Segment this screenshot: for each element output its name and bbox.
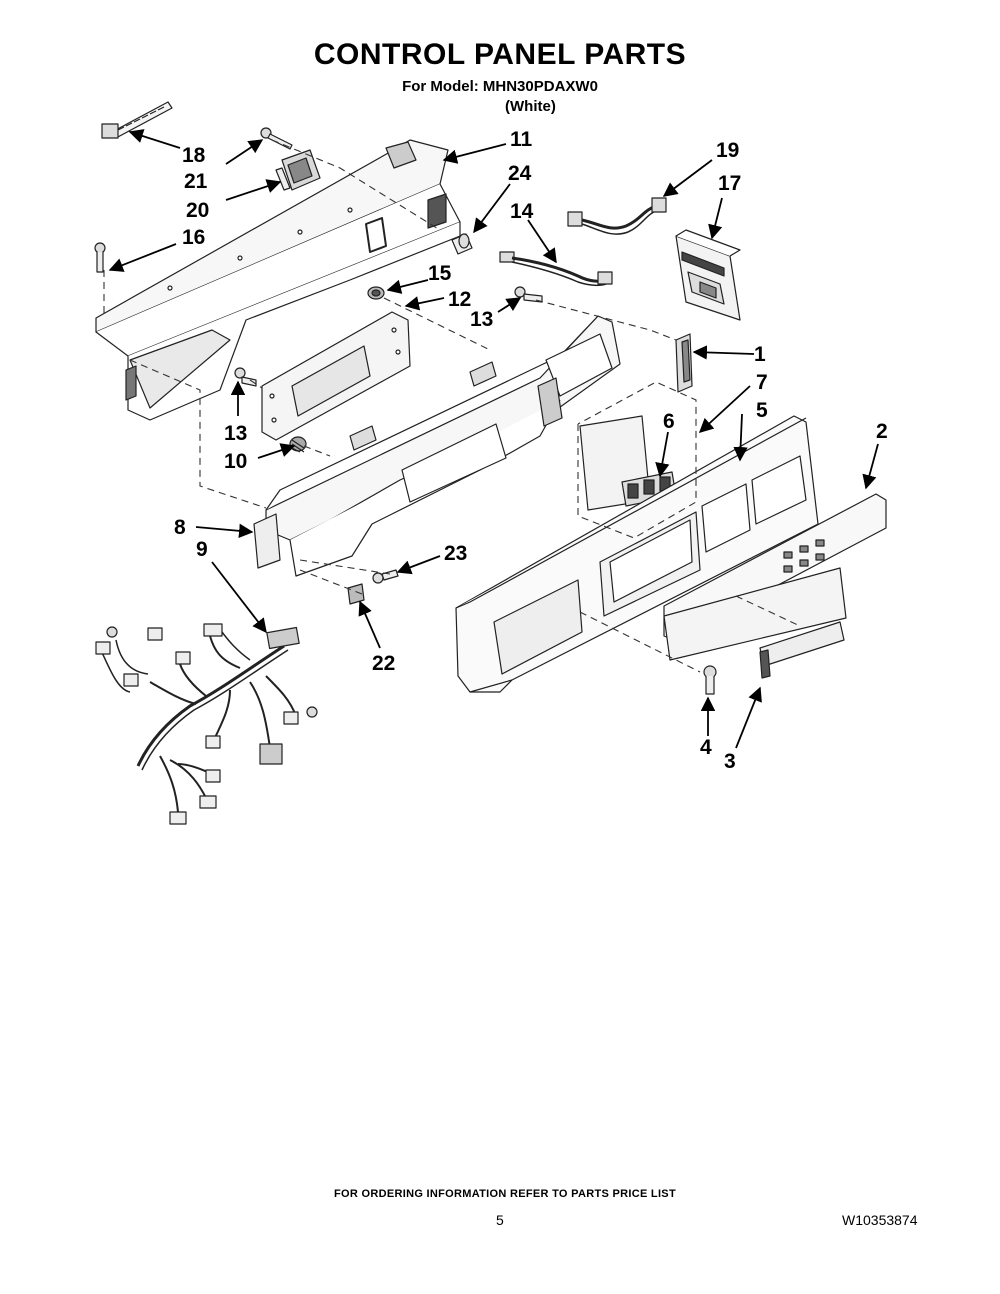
- callout-18: 18: [182, 144, 206, 167]
- callout-numbers: 1 2 3 4 5 6 7 8 9 10 11 12 13 13 14 15 1…: [174, 128, 888, 773]
- part-20-filter: [275, 149, 321, 191]
- callout-20: 20: [186, 199, 209, 222]
- callout-16: 16: [182, 226, 205, 249]
- callout-10: 10: [224, 450, 247, 473]
- callout-6: 6: [663, 410, 675, 433]
- callout-4: 4: [700, 736, 712, 759]
- callout-15: 15: [428, 262, 452, 285]
- document-number: W10353874: [842, 1212, 918, 1228]
- part-24-spacer: [451, 233, 473, 255]
- callout-8: 8: [174, 516, 186, 539]
- callout-14: 14: [510, 200, 534, 223]
- callout-2: 2: [876, 420, 888, 443]
- callout-24: 24: [508, 162, 532, 185]
- callout-23: 23: [444, 542, 467, 565]
- callout-21: 21: [184, 170, 208, 193]
- part-4-screw: [703, 665, 717, 695]
- part-3-lens: [663, 567, 847, 679]
- ordering-note: FOR ORDERING INFORMATION REFER TO PARTS …: [334, 1188, 676, 1200]
- page-title: CONTROL PANEL PARTS: [313, 38, 687, 71]
- part-19-wire-harness: [567, 197, 667, 235]
- model-variant: (White): [505, 98, 556, 115]
- part-12-bracket-plate: [261, 311, 411, 441]
- part-17-control-board: [675, 229, 741, 321]
- part-13-screw-lower: [234, 367, 257, 387]
- leader-arrows: [108, 129, 879, 749]
- assembly-lines: [103, 139, 801, 673]
- part-5-console-front: [455, 415, 819, 693]
- part-9-wiring-harness: [99, 631, 297, 813]
- callout-19: 19: [716, 139, 739, 162]
- part-15-clip: [367, 286, 385, 300]
- part-14-wire-jumper: [499, 251, 613, 287]
- part-13-screw-upper: [514, 286, 543, 303]
- part-23-screw: [372, 569, 399, 584]
- callout-11: 11: [510, 128, 533, 151]
- callout-13-upper: 13: [470, 308, 493, 331]
- callout-13-lower: 13: [224, 422, 247, 445]
- part-1-bracket: [675, 333, 693, 393]
- model-line: For Model: MHN30PDAXW0: [402, 78, 598, 95]
- callout-1: 1: [754, 343, 766, 366]
- callout-5: 5: [756, 399, 768, 422]
- part-8-console-housing: [253, 315, 621, 577]
- callout-17: 17: [718, 172, 741, 195]
- page-number: 5: [496, 1212, 504, 1228]
- part-9-connectors: [95, 623, 318, 825]
- callout-7: 7: [756, 371, 768, 394]
- part-10-spring: [289, 436, 307, 453]
- callout-12: 12: [448, 288, 471, 311]
- callout-9: 9: [196, 538, 208, 561]
- part-18-cable-tie: [101, 101, 173, 139]
- callout-22: 22: [372, 652, 395, 675]
- part-6-switch: [579, 415, 677, 511]
- part-11-console-bracket: [95, 139, 461, 421]
- part-16-screw: [94, 242, 106, 273]
- part-22-clip: [347, 583, 365, 605]
- callout-3: 3: [724, 750, 736, 773]
